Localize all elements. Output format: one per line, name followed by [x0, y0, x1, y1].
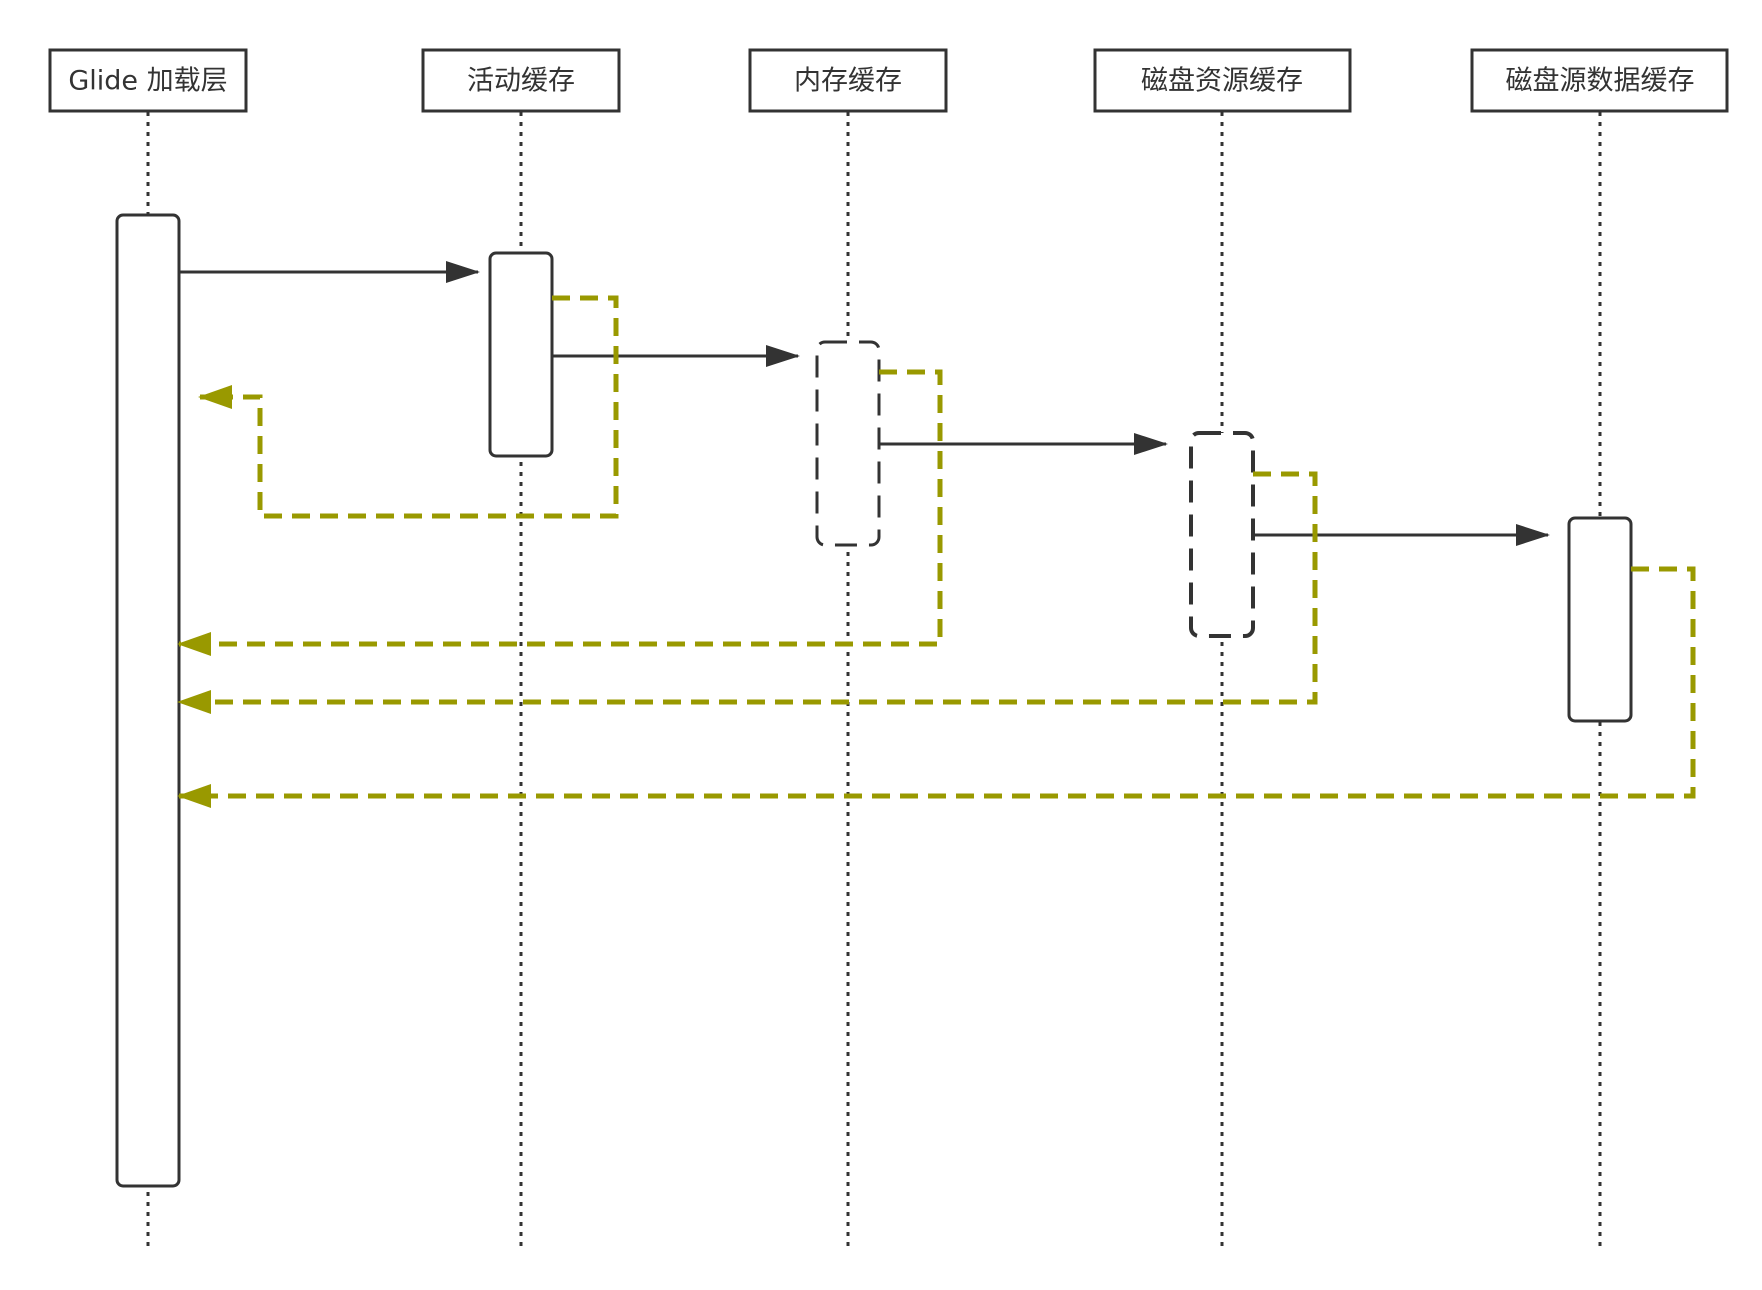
return-arrow-disk-resource-to-glide — [177, 471, 1318, 714]
activation-glide — [115, 213, 181, 1188]
participant-label: 活动缓存 — [467, 66, 575, 97]
return-arrow-active-to-glide — [198, 295, 619, 519]
participant-memory: 内存缓存 — [748, 48, 948, 113]
participant-label: 内存缓存 — [794, 66, 902, 97]
participant-label: 磁盘源数据缓存 — [1506, 66, 1695, 97]
return-arrow-memory-to-glide — [177, 369, 943, 656]
return-messages — [177, 295, 1696, 808]
participant-label: Glide 加载层 — [68, 66, 227, 97]
return-arrow-disk-source-to-glide — [177, 566, 1696, 808]
participant-disk-resource: 磁盘资源缓存 — [1093, 48, 1352, 113]
activation-active — [488, 251, 554, 458]
participant-glide: Glide 加载层 — [48, 48, 248, 113]
activation-disk-source — [1567, 516, 1633, 723]
lifelines — [146, 112, 1602, 1250]
activation-disk-resource — [1189, 431, 1255, 638]
participants: Glide 加载层 活动缓存 内存缓存 磁盘资源缓存 磁盘源数据缓存 — [48, 48, 1729, 113]
call-messages — [179, 261, 1550, 546]
activation-memory — [815, 340, 881, 547]
participant-active: 活动缓存 — [421, 48, 621, 113]
activations — [115, 213, 1633, 1188]
participant-disk-source: 磁盘源数据缓存 — [1470, 48, 1729, 113]
participant-label: 磁盘资源缓存 — [1141, 66, 1303, 97]
